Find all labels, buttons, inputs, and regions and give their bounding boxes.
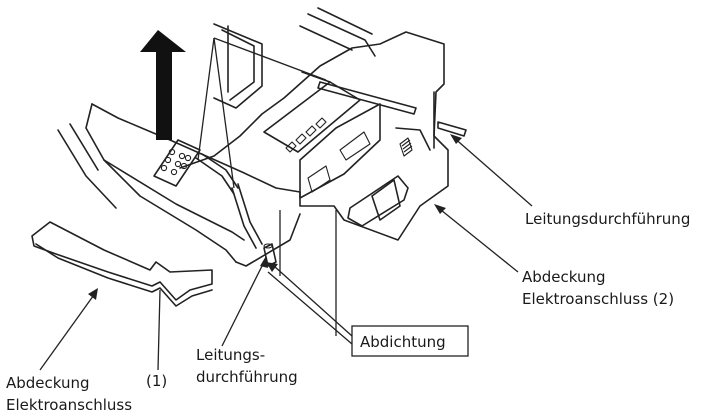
callouts <box>39 134 533 371</box>
machine-drawing <box>31 7 467 307</box>
label-abdeckung-1-line1: Abdeckung <box>6 374 90 392</box>
label-abdeckung-2-line2: Elektroanschluss (2) <box>522 290 674 308</box>
control-box <box>299 103 431 227</box>
labels: Leitungsdurchführung Abdeckung Elektroan… <box>6 210 690 414</box>
label-abdichtung: Abdichtung <box>360 333 446 351</box>
cable-entry-right <box>433 91 467 149</box>
label-leitungs-line1: Leitungs- <box>196 346 265 364</box>
pointer-lines <box>197 37 327 189</box>
mounting-plate <box>153 139 201 187</box>
label-leitungs-line2: durchführung <box>196 368 298 386</box>
abdichtung-box <box>351 325 469 357</box>
main-housing <box>57 31 449 267</box>
label-abdeckung-2-line1: Abdeckung <box>522 268 606 286</box>
upper-panel <box>263 81 361 153</box>
label-abdeckung-1-number: (1) <box>146 372 167 390</box>
label-leitungsdurchfuehrung-right: Leitungsdurchführung <box>525 210 690 228</box>
label-abdeckung-1-line2: Elektroanschluss <box>6 396 132 414</box>
cover-1 <box>31 221 213 307</box>
up-arrow-icon <box>140 30 186 140</box>
cable <box>195 153 263 249</box>
rod <box>301 71 417 115</box>
back-frame <box>213 7 376 109</box>
